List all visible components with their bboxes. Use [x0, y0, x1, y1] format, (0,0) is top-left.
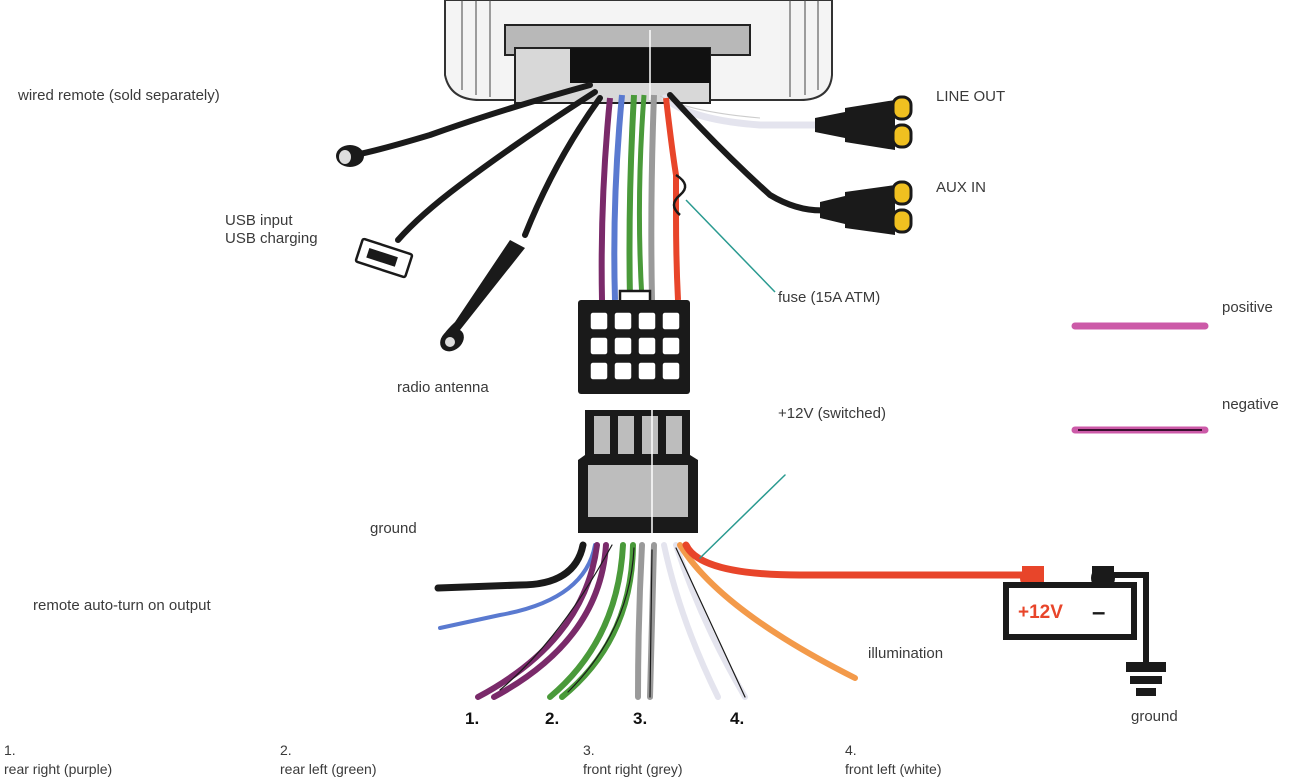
legend-text-2: rear left (green)	[280, 761, 376, 777]
wired-remote-label: wired remote (sold separately)	[17, 87, 220, 104]
legend-number-4: 4.	[845, 742, 857, 758]
usb-input-label: USB input	[225, 212, 293, 229]
ground-label: ground	[370, 520, 417, 537]
ground-symbol	[1126, 662, 1166, 696]
aux-in-label: AUX IN	[936, 179, 986, 196]
battery: +12V –	[1003, 566, 1149, 668]
speaker-number-1: 1.	[465, 709, 479, 728]
legend-number-2: 2.	[280, 742, 292, 758]
radio-antenna-label: radio antenna	[397, 379, 489, 396]
usb-charging-label: USB charging	[225, 230, 318, 247]
line-out-label: LINE OUT	[936, 88, 1005, 105]
wired-remote-cable	[336, 82, 593, 167]
battery-label: +12V	[1018, 602, 1063, 623]
legend-number-1: 1.	[4, 742, 16, 758]
illumination-label: illumination	[868, 645, 943, 662]
line-out-cable	[659, 94, 913, 150]
wire-legend	[1071, 322, 1209, 434]
negative-label: negative	[1222, 396, 1279, 413]
lower-wire-harness	[434, 474, 1034, 700]
male-connector	[578, 410, 698, 533]
head-unit	[444, 0, 833, 104]
remote-auto-label: remote auto-turn on output	[33, 597, 211, 614]
speaker-number-2: 2.	[545, 709, 559, 728]
speaker-number-3: 3.	[633, 709, 647, 728]
legend-text-4: front left (white)	[845, 761, 941, 777]
female-connector	[578, 289, 690, 394]
antenna-cable	[440, 95, 603, 352]
speaker-number-4: 4.	[730, 709, 744, 728]
fuse-label: fuse (15A ATM)	[778, 289, 880, 306]
legend-text-3: front right (grey)	[583, 761, 683, 777]
switched-label: +12V (switched)	[778, 405, 886, 422]
legend-text-1: rear right (purple)	[4, 761, 112, 777]
battery-ground-label: ground	[1131, 708, 1178, 725]
legend-number-3: 3.	[583, 742, 595, 758]
upper-wire-bundle	[598, 94, 776, 301]
battery-minus-label: –	[1092, 599, 1105, 626]
positive-label: positive	[1222, 299, 1273, 316]
aux-in-cable	[667, 92, 913, 235]
usb-cable	[354, 89, 598, 279]
